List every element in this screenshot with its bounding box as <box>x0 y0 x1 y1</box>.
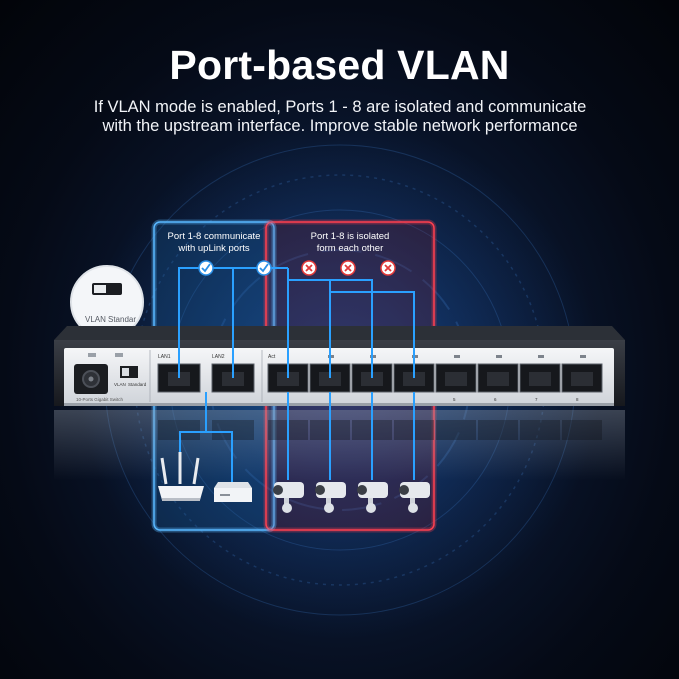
isolated-group-label-1: Port 1-8 is isolated <box>311 231 390 242</box>
ip-camera-icon-2 <box>315 482 346 513</box>
page-subtitle: If VLAN mode is enabled, Ports 1 - 8 are… <box>40 98 640 136</box>
nvr-box-icon <box>214 482 252 502</box>
ip-camera-icon-4 <box>399 482 430 513</box>
inset-standard-label: Standar <box>108 315 136 324</box>
vlan-switch-inset: VLAN Standar <box>70 265 144 363</box>
lan2-label: LAN2 <box>212 354 225 360</box>
vlan-connection-lines <box>178 267 415 378</box>
uplink-group-label-2: with upLink ports <box>177 243 250 254</box>
port-7-number: 7 <box>535 397 538 402</box>
switch-reflection <box>54 410 625 480</box>
ip-camera-icon-1 <box>273 482 304 513</box>
allowed-marker-2 <box>256 260 272 276</box>
port-8-number: 8 <box>576 397 579 402</box>
subtitle-line-1: If VLAN mode is enabled, Ports 1 - 8 are… <box>93 98 587 116</box>
wifi-router-icon <box>158 452 204 501</box>
device-cables <box>179 392 415 482</box>
lan1-label: LAN1 <box>158 354 171 360</box>
uplink-group-label-1: Port 1-8 communicate <box>168 231 261 242</box>
mode-switch-standard-label: Standard <box>128 382 147 387</box>
isolated-group-label-2: form each other <box>317 243 384 254</box>
port-act-label: Act <box>268 354 276 360</box>
allowed-marker-1 <box>198 260 214 276</box>
mode-switch-vlan-label: VLAN <box>114 382 126 387</box>
network-switch: VLAN Standard 10-Ports Gigabit Switch LA… <box>54 326 625 406</box>
page-title: Port-based VLAN <box>169 42 510 88</box>
denied-marker-3 <box>380 260 396 276</box>
denied-marker-1 <box>301 260 317 276</box>
port-5-number: 5 <box>453 397 456 402</box>
model-label: 10-Ports Gigabit Switch <box>76 397 124 402</box>
denied-marker-2 <box>340 260 356 276</box>
port-6-number: 6 <box>494 397 497 402</box>
ip-camera-icon-3 <box>357 482 388 513</box>
inset-vlan-label: VLAN <box>85 315 106 324</box>
